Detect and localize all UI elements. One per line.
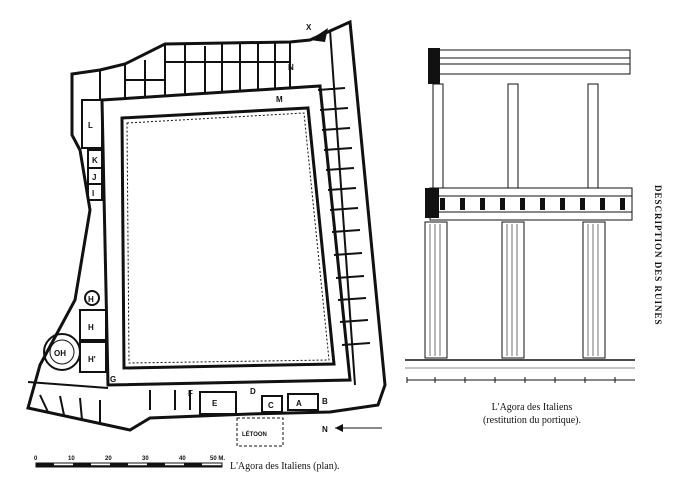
outer-wall <box>26 19 387 432</box>
room-label-j: J <box>92 173 96 182</box>
room-label-m: M <box>276 95 283 104</box>
room-label-d: D <box>250 387 256 396</box>
scale-tick-20: 20 <box>105 456 112 462</box>
scale-tick-0: 0 <box>34 456 38 462</box>
room-label-h-round: H <box>88 295 94 304</box>
courtyard-outer <box>100 84 352 387</box>
scale-bar <box>35 462 223 468</box>
north-label: N <box>322 425 328 434</box>
portico-caption-line2: (restitution du portique). <box>482 415 582 426</box>
room-label-l: L <box>88 121 93 130</box>
scale-tick-10: 10 <box>68 456 75 462</box>
scale-tick-50: 50 M. <box>210 456 225 462</box>
room-label-k: K <box>92 156 98 165</box>
side-title-text: DESCRIPTION DES RUINES <box>653 185 663 326</box>
north-rooms <box>99 42 291 100</box>
room-label-h: H <box>88 323 94 332</box>
room-label-n: N <box>288 63 294 72</box>
letoon-outline <box>236 417 284 447</box>
room-label-a: A <box>296 399 302 408</box>
room-label-oh: OH <box>54 349 66 358</box>
side-title: DESCRIPTION DES RUINES <box>651 185 665 335</box>
room-label-f: F <box>188 389 193 398</box>
scale-tick-40: 40 <box>179 456 186 462</box>
room-label-x: X <box>306 23 312 32</box>
room-label-i: I <box>92 189 94 198</box>
letoon-label: LÉTOON <box>242 430 267 438</box>
west-rooms <box>43 99 107 373</box>
east-rooms <box>317 29 371 386</box>
room-label-g: G <box>110 375 116 384</box>
north-arrow <box>335 424 382 432</box>
room-label-c: C <box>268 401 274 410</box>
portico-caption-line1: L'Agora des Italiens <box>491 402 573 413</box>
portico-elevation <box>405 48 635 383</box>
room-label-e: E <box>212 399 218 408</box>
south-rooms <box>27 381 319 424</box>
plan-caption: L'Agora des Italiens (plan). <box>230 461 340 472</box>
room-label-h-prime: H' <box>88 355 96 364</box>
courtyard-stylobate <box>120 106 336 370</box>
x-marker <box>310 28 328 42</box>
courtyard-inner <box>126 112 330 364</box>
room-label-b: B <box>322 397 328 406</box>
scale-tick-30: 30 <box>142 456 149 462</box>
agora-plan: L K J I H H OH H' G F E D C A B M N X LÉ… <box>26 19 387 468</box>
